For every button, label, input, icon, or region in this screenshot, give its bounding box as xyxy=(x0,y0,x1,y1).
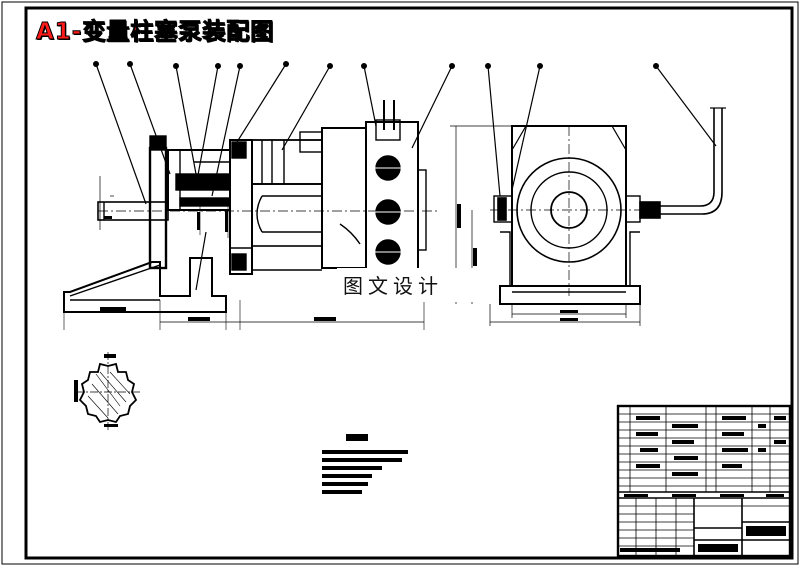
title-block xyxy=(616,404,792,558)
dimensions-side xyxy=(450,125,641,326)
inner-frame xyxy=(24,6,794,560)
dimension-markers-main xyxy=(100,210,336,321)
leader-balloons xyxy=(93,61,659,69)
spline-dims xyxy=(74,354,118,427)
dimensions-main xyxy=(64,176,424,323)
leader-lines xyxy=(95,63,717,291)
parts-list-text-blocks xyxy=(620,416,786,552)
watermark-text: 图文设计 xyxy=(337,268,477,302)
spline-section xyxy=(76,352,140,430)
parts-list-rows xyxy=(618,406,790,492)
technical-notes xyxy=(322,434,408,494)
drawing-title: A1-变量柱塞泵装配图 xyxy=(35,19,275,46)
side-view xyxy=(490,107,726,305)
dimension-markers-side xyxy=(457,204,578,321)
main-view xyxy=(63,100,440,330)
